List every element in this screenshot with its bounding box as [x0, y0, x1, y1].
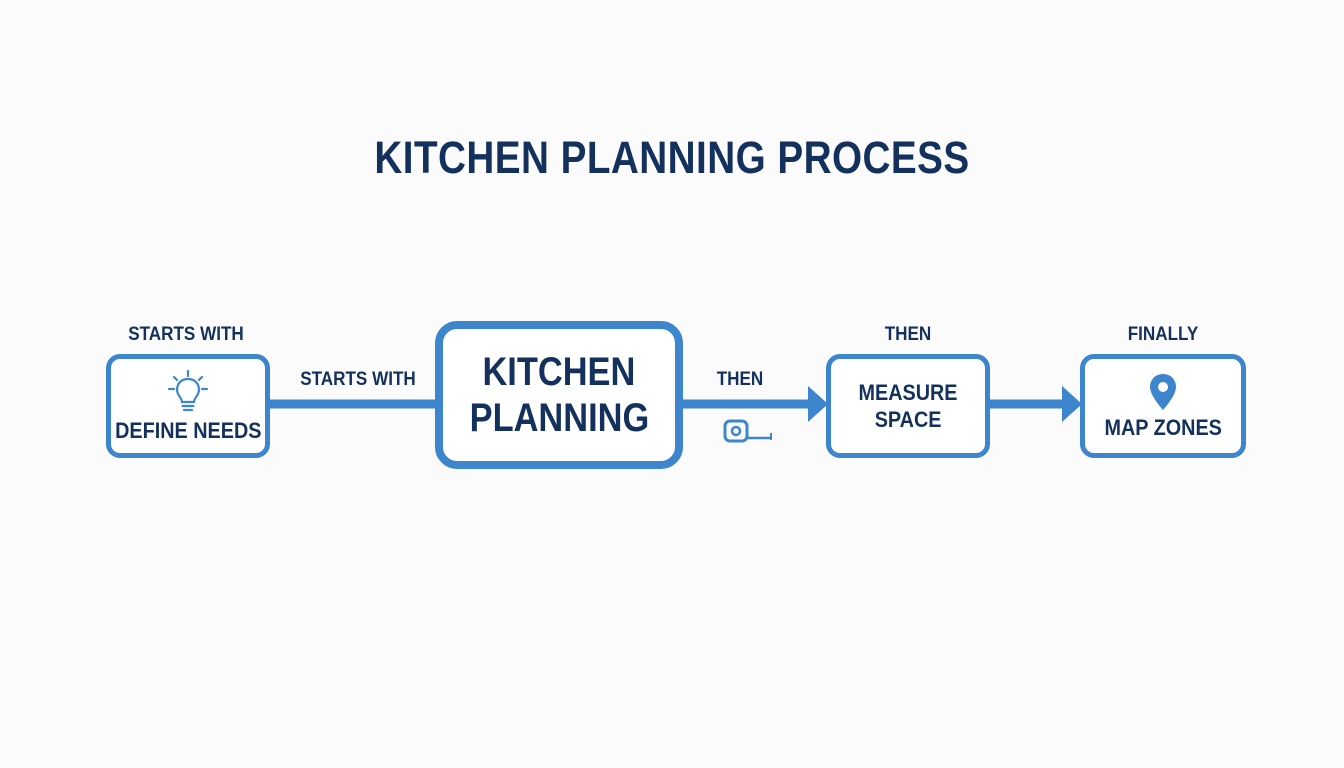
caption-finally-node: FINALLY: [1127, 324, 1199, 345]
arrowhead-map: [1062, 386, 1082, 422]
arrowhead-measure: [808, 386, 828, 422]
node-kitchen-planning-line1: KITCHEN: [482, 350, 636, 394]
node-measure-space: MEASURE SPACE: [826, 354, 990, 458]
caption-then-node: THEN: [884, 324, 932, 345]
node-map-zones: MAP ZONES: [1080, 354, 1246, 458]
node-measure-space-line2: SPACE: [874, 407, 942, 432]
map-pin-icon: [1150, 373, 1176, 410]
node-kitchen-planning-line2: PLANNING: [469, 396, 649, 440]
node-define-needs: DEFINE NEEDS: [106, 354, 270, 458]
node-measure-space-line1: MEASURE: [858, 380, 958, 405]
caption-starts-with-node: STARTS WITH: [128, 324, 244, 345]
lightbulb-icon: [167, 369, 209, 411]
tape-measure-icon: [723, 419, 772, 443]
node-map-zones-label: MAP ZONES: [1104, 414, 1222, 440]
diagram-title: KITCHEN PLANNING PROCESS: [374, 132, 970, 183]
edge-label-then: THEN: [716, 369, 764, 390]
node-kitchen-planning: KITCHEN PLANNING: [435, 321, 683, 469]
edge-label-starts-with: STARTS WITH: [300, 369, 416, 390]
node-define-needs-label: DEFINE NEEDS: [114, 417, 262, 443]
